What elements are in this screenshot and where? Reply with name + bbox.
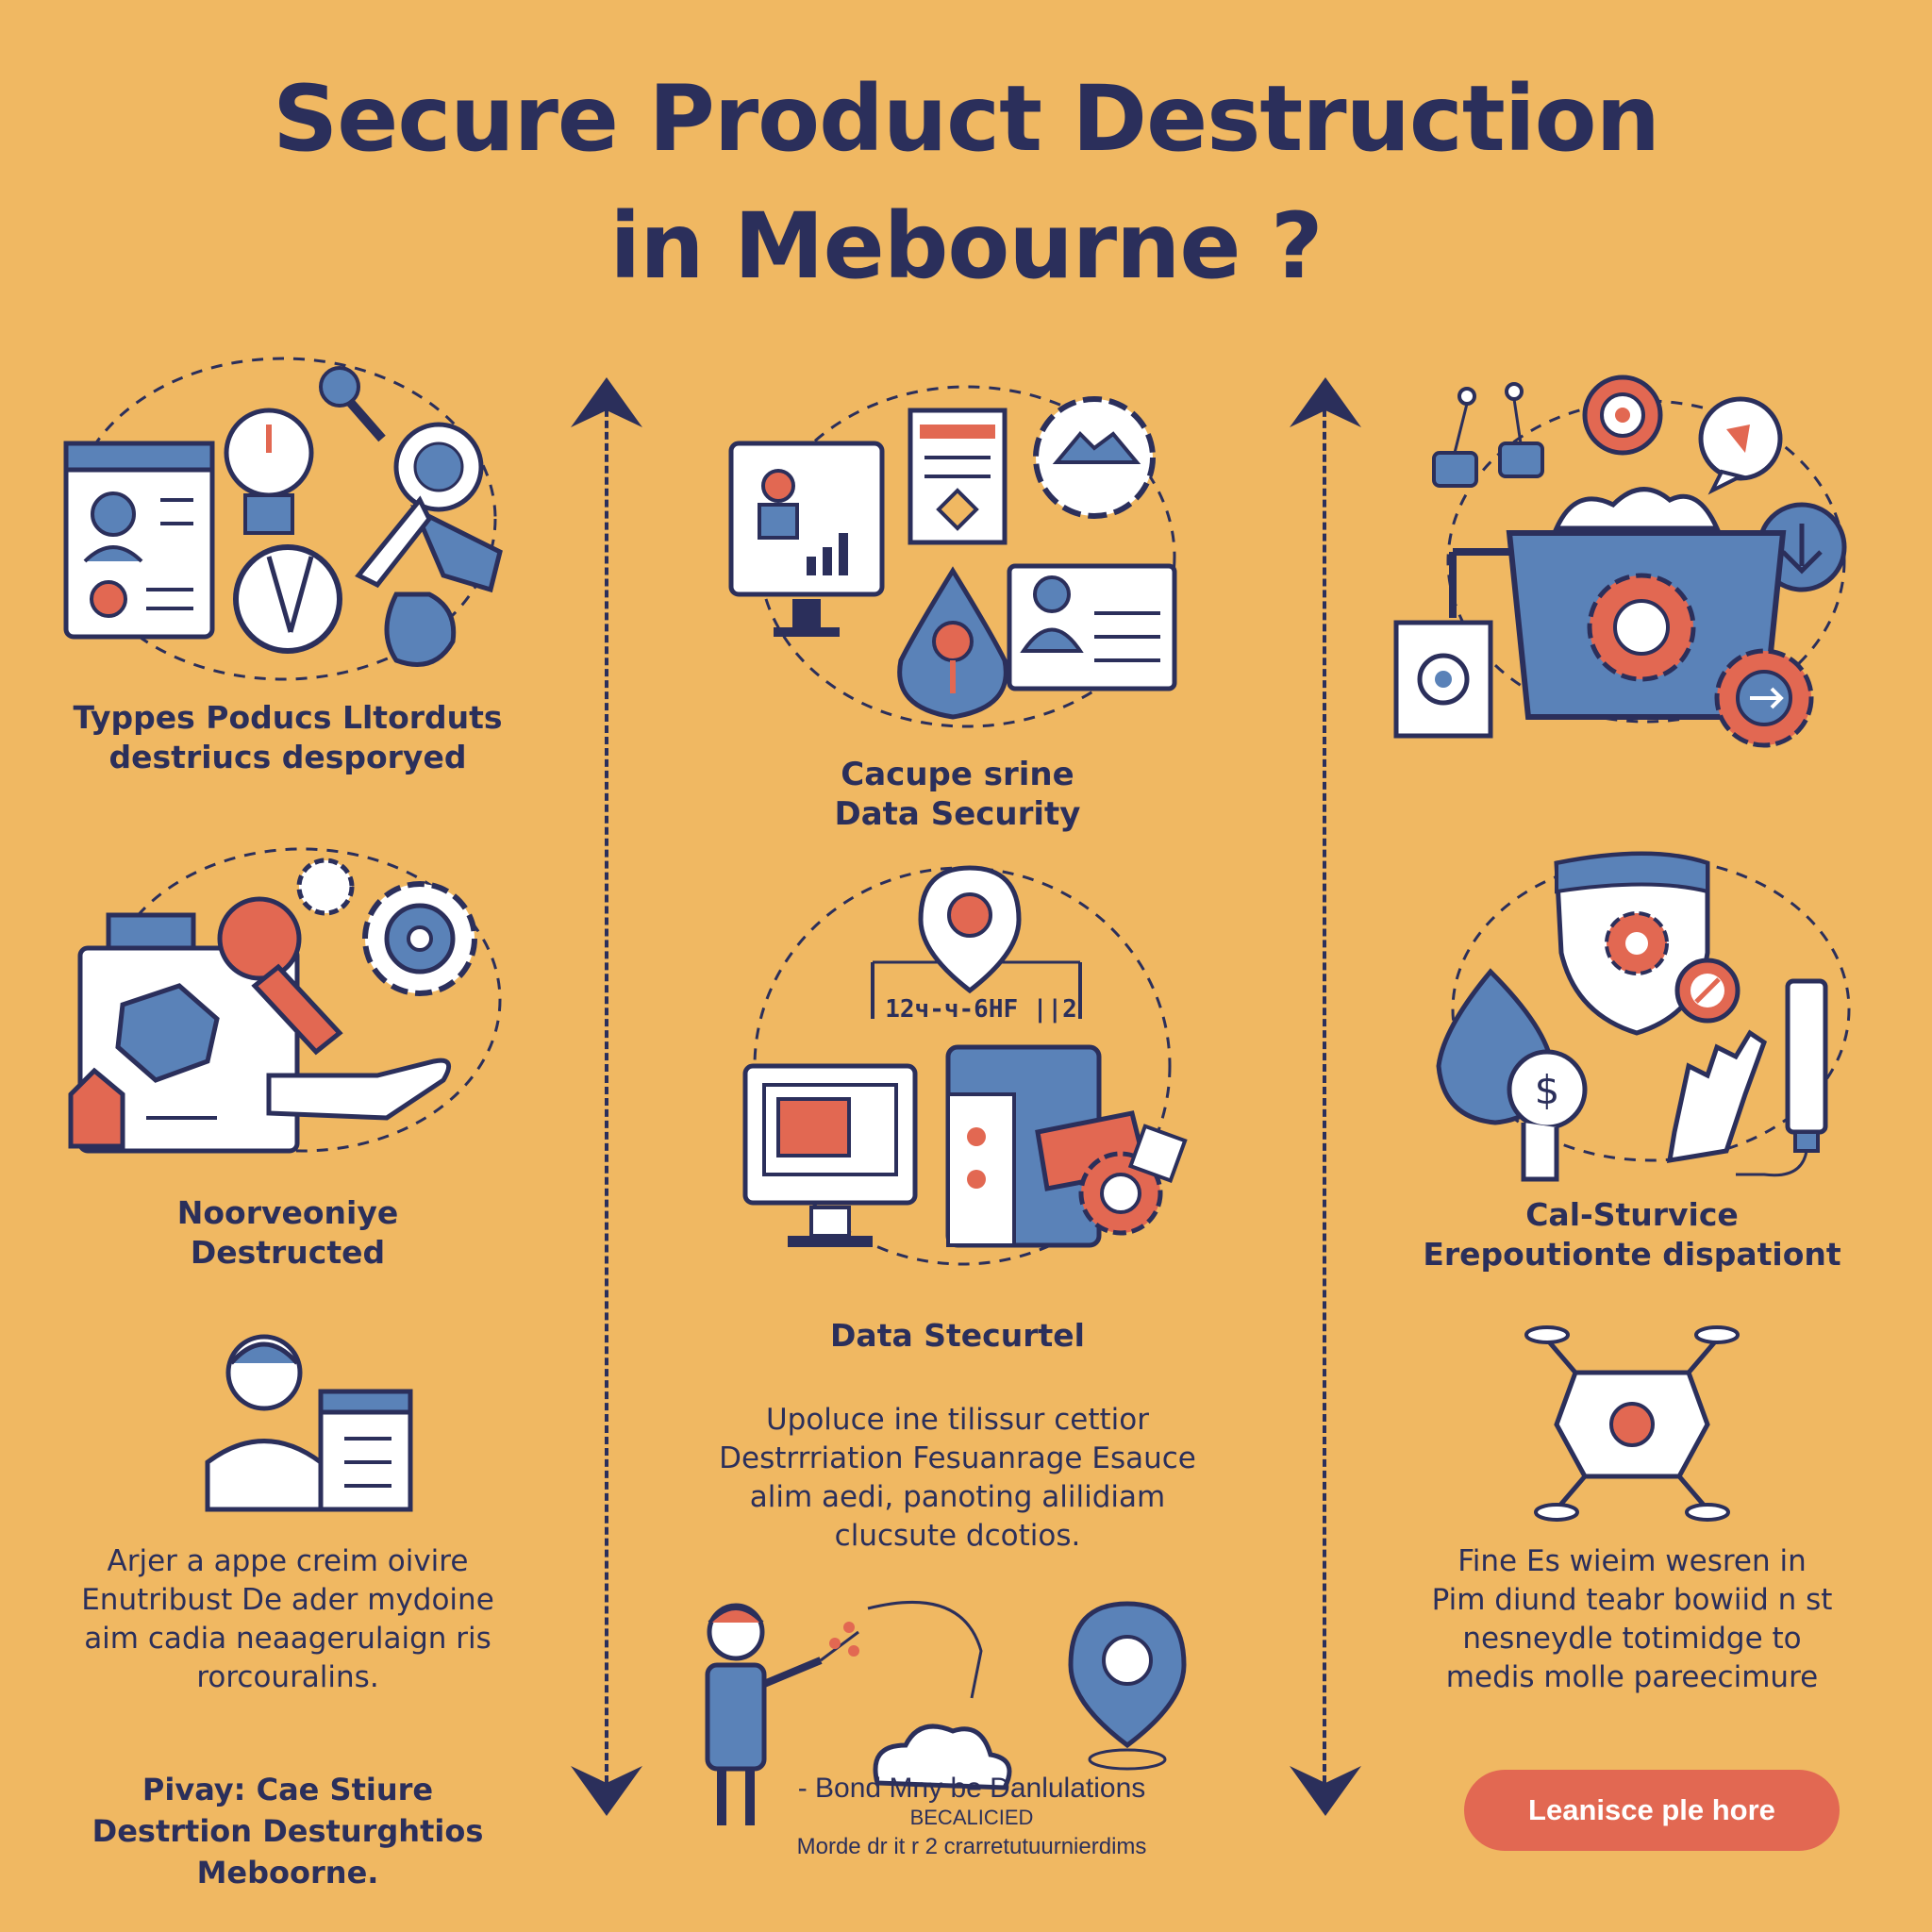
left-label-1-line2: destriucs desporyed xyxy=(108,739,467,775)
desktop-monitor-icon xyxy=(742,1063,918,1247)
page-title-line2: in Mebourne ? xyxy=(609,193,1323,299)
server-rack-icon xyxy=(945,1044,1102,1248)
arrow-up-icon xyxy=(571,377,642,427)
right-paragraph-line: Pim diund teabr bowiid n st xyxy=(1431,1583,1833,1617)
robot-arm-icon xyxy=(355,495,503,667)
middle-footer-line1: - Bond Mny be Danlulations xyxy=(797,1773,1146,1804)
cloud-pile-icon xyxy=(873,1724,1012,1790)
sprig-icon xyxy=(820,1622,859,1662)
right-label-line2: Erepoutionte dispationt xyxy=(1423,1236,1841,1273)
left-label-2-line2: Destructed xyxy=(190,1234,386,1271)
middle-paragraph: Upoluce ine tilissur cettior Destrrriati… xyxy=(698,1401,1217,1556)
learn-more-button[interactable]: Leanisce ple hore xyxy=(1464,1770,1840,1851)
left-footer-line: Destrtion Desturghtios xyxy=(92,1813,484,1849)
hand-icon xyxy=(266,1058,452,1121)
middle-paragraph-line: Upoluce ine tilissur cettior xyxy=(765,1403,1150,1437)
left-paragraph: Arjer a appe creim oivire Enutribust De … xyxy=(38,1542,538,1697)
person-delivery-illustration xyxy=(705,1601,1187,1825)
speaker-icon xyxy=(1393,620,1493,739)
magnifier-icon xyxy=(393,422,484,512)
right-paragraph: Fine Es wieim wesren in Pim diund teabr … xyxy=(1377,1542,1887,1697)
left-paragraph-line: rorcouralins. xyxy=(196,1660,379,1694)
target-icon xyxy=(1582,375,1663,456)
gear-icon xyxy=(296,858,477,996)
left-label-2: Noorveoniye Destructed xyxy=(38,1193,538,1273)
left-paragraph-line: Enutribust De ader mydoine xyxy=(81,1583,494,1617)
arrow-up-icon xyxy=(1290,377,1361,427)
left-paragraph-line: aim cadia neaagerulaign ris xyxy=(84,1622,491,1656)
person-icon xyxy=(705,1603,823,1825)
data-security-2-illustration xyxy=(742,865,1188,1266)
left-label-1: Typpes Poducs Lltorduts destriucs despor… xyxy=(38,698,538,777)
microphone-icon xyxy=(319,366,386,442)
left-label-1-line1: Typpes Poducs Lltorduts xyxy=(73,699,503,736)
middle-footer-line2: BECALICIED xyxy=(909,1806,1034,1829)
left-footer-line: Meboorne. xyxy=(196,1855,379,1890)
right-label: Cal-Sturvice Erepoutionte dispationt xyxy=(1377,1195,1887,1274)
monitor-chart-icon xyxy=(728,441,885,637)
middle-footer-line3: Morde dr it r 2 crarretutuurnierdims xyxy=(796,1834,1147,1859)
wrench-icon xyxy=(217,896,343,1056)
gauge-icon xyxy=(224,408,314,535)
divider-right xyxy=(1323,387,1326,1783)
data-security-illustration xyxy=(728,385,1177,728)
drop-icon xyxy=(897,566,1008,720)
dollar-hand-icon: $ xyxy=(1507,1049,1588,1182)
checklist-icon xyxy=(318,1389,413,1512)
middle-label-1-line1: Cacupe srine xyxy=(841,756,1074,793)
map-pin-icon xyxy=(1068,1601,1187,1771)
no-entry-icon xyxy=(1674,958,1740,1024)
drone-icon xyxy=(1524,1325,1740,1522)
chat-bubble-icon xyxy=(1698,396,1783,495)
middle-paragraph-line: Destrrriation Fesuanrage Esauce xyxy=(719,1441,1196,1475)
right-label-line1: Cal-Sturvice xyxy=(1525,1196,1739,1233)
person-checklist-illustration xyxy=(205,1334,413,1512)
connected-nodes-icon xyxy=(1432,382,1544,488)
right-paragraph-line: Fine Es wieim wesren in xyxy=(1457,1544,1807,1578)
arrow-down-icon xyxy=(1290,1766,1361,1816)
middle-label-1: Cacupe srine Data Security xyxy=(717,755,1198,834)
disposal-bin-illustration xyxy=(1393,375,1847,748)
product-tools-illustration xyxy=(63,357,503,681)
map-pin-icon xyxy=(918,865,1022,994)
pointing-hand-icon xyxy=(1666,1029,1768,1164)
middle-chart-code: 12ч-ч-6HF ||2 xyxy=(885,995,1077,1024)
toolbox-gear-icon xyxy=(1035,1110,1188,1236)
secure-payment-illustration: $ xyxy=(1436,851,1851,1182)
page-title-line1: Secure Product Destruction xyxy=(273,66,1660,172)
shield-gear-icon xyxy=(1554,851,1710,1036)
left-paragraph-line: Arjer a appe creim oivire xyxy=(107,1544,469,1578)
drone-illustration xyxy=(1524,1325,1740,1522)
left-footer: Pivay: Cae Stiure Destrtion Desturghtios… xyxy=(38,1769,538,1893)
browser-window-icon xyxy=(63,441,215,640)
left-label-2-line1: Noorveoniye xyxy=(176,1194,399,1231)
compass-icon xyxy=(233,544,342,654)
left-footer-line: Pivay: Cae Stiure xyxy=(142,1772,434,1807)
arrow-down-icon xyxy=(571,1766,642,1816)
person-icon xyxy=(205,1334,324,1512)
shredder-bin-icon xyxy=(1449,487,1787,720)
svg-text:$: $ xyxy=(1535,1067,1560,1113)
gear-icon xyxy=(1033,396,1156,519)
right-paragraph-line: nesneydle totimidge to xyxy=(1462,1622,1802,1656)
right-paragraph-line: medis molle pareecimure xyxy=(1445,1660,1819,1694)
destruction-tools-illustration xyxy=(68,847,502,1154)
middle-label-2: Data Stecurtel xyxy=(830,1317,1085,1354)
middle-footer: - Bond Mny be Danlulations BECALICIED Mo… xyxy=(736,1772,1208,1864)
divider-left xyxy=(605,387,608,1783)
pen-icon xyxy=(1736,978,1828,1177)
gear-arrow-icon xyxy=(1714,648,1814,748)
document-icon xyxy=(908,408,1008,545)
middle-paragraph-line: alim aedi, panoting alilidiam xyxy=(749,1480,1166,1514)
middle-paragraph-line: clucsute dcotios. xyxy=(834,1519,1081,1553)
document-binder-icon xyxy=(68,912,300,1154)
id-card-icon xyxy=(1007,563,1177,691)
middle-label-1-line2: Data Security xyxy=(834,795,1081,833)
